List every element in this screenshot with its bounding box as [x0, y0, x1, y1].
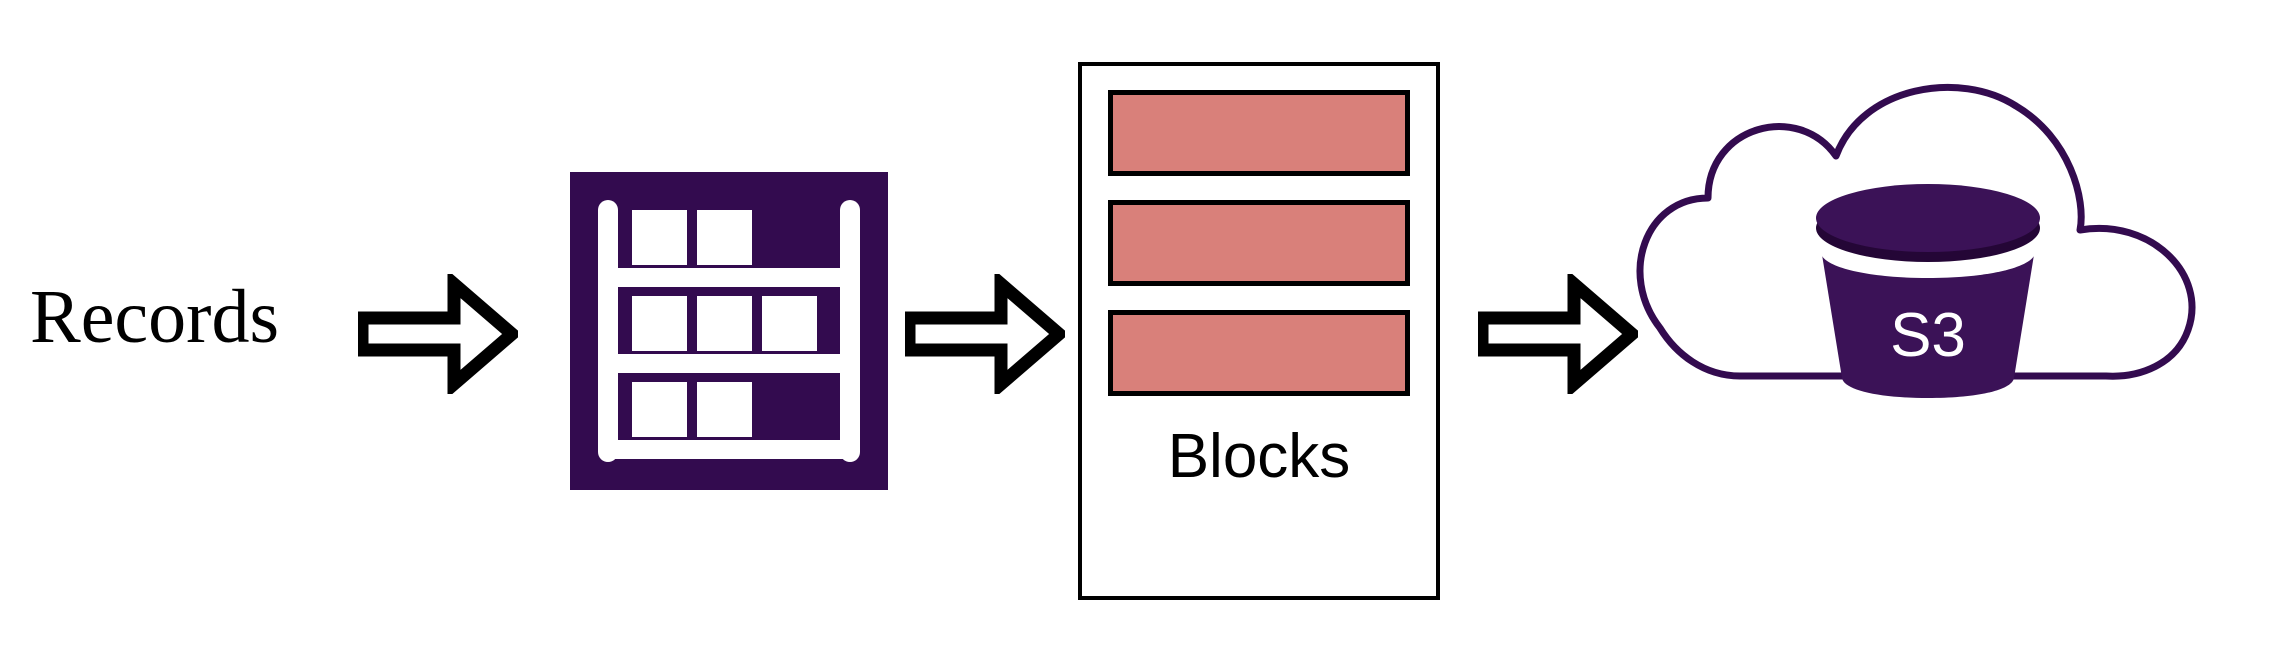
storage-rack-icon — [570, 172, 888, 490]
s3-bucket — [1816, 184, 2040, 398]
records-label: Records — [30, 275, 280, 359]
arrow-blocks-to-s3-icon — [1478, 274, 1638, 394]
cloud-storage-icon: S3 — [1630, 78, 2250, 408]
block-item — [1108, 90, 1410, 176]
blocks-panel: Blocks — [1078, 62, 1440, 600]
arrow-records-to-rack-icon — [358, 274, 518, 394]
block-item — [1108, 310, 1410, 396]
blocks-caption: Blocks — [1167, 422, 1351, 491]
arrow-rack-to-blocks-icon — [905, 274, 1065, 394]
s3-label: S3 — [1890, 301, 1966, 370]
block-item — [1108, 200, 1410, 286]
